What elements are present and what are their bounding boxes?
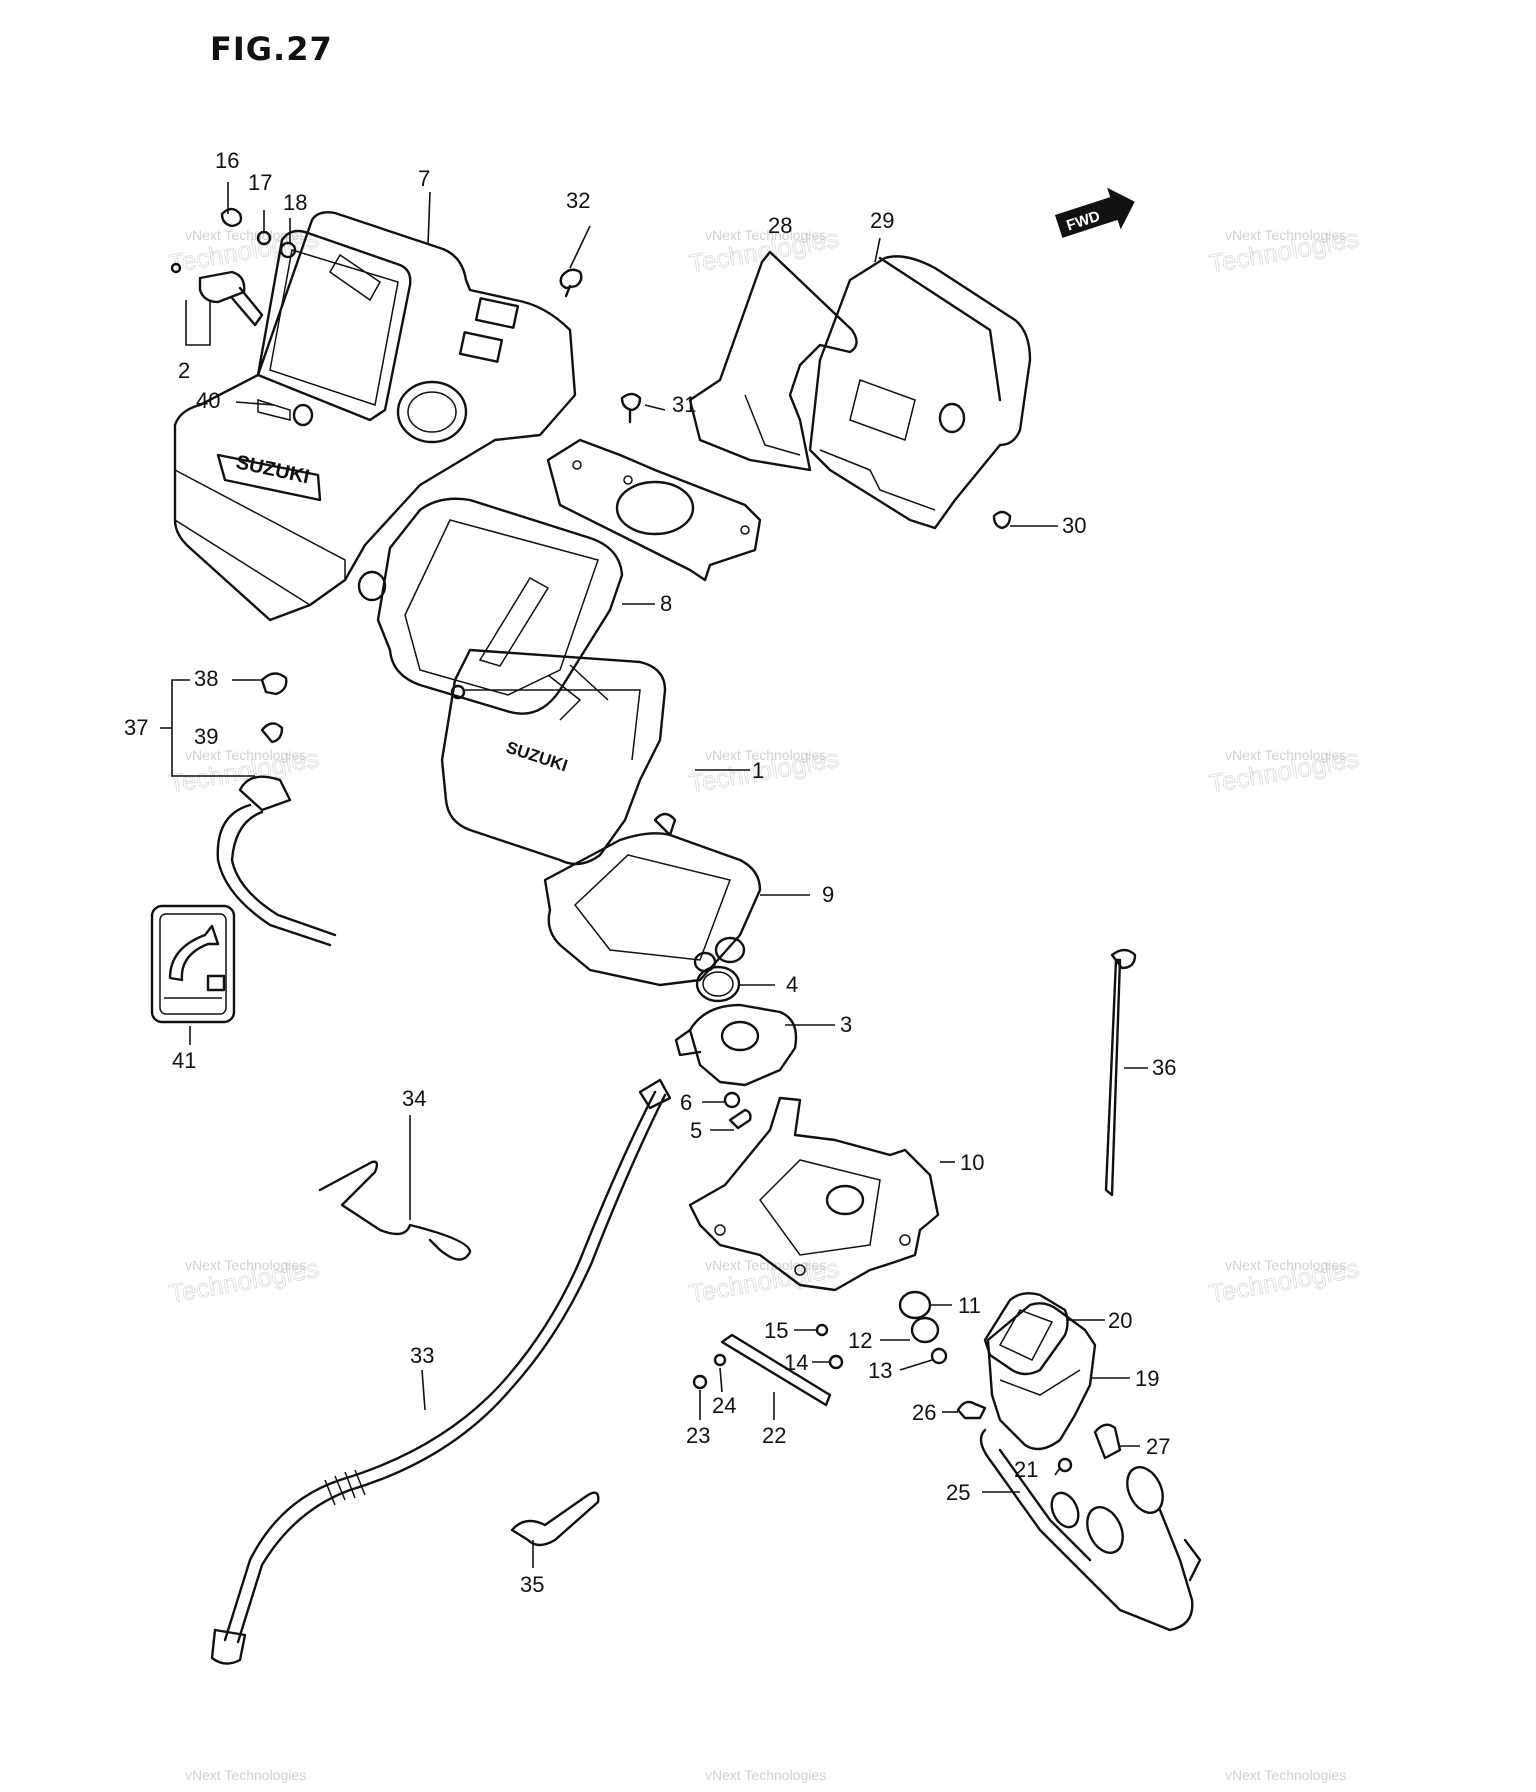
watermark-text: vNext Technologies — [185, 747, 306, 763]
callout-8: 8 — [660, 591, 672, 616]
callout-28: 28 — [768, 213, 792, 238]
lower-meter-cover-29 — [808, 255, 1032, 530]
callout-29: 29 — [870, 208, 894, 233]
callout-38: 38 — [194, 666, 218, 691]
watermark-text: vNext Technologies — [1225, 1257, 1346, 1273]
callout-40: 40 — [196, 388, 220, 413]
callout-31: 31 — [672, 392, 696, 417]
callout-20: 20 — [1108, 1308, 1132, 1333]
bulb-27 — [1093, 1423, 1122, 1460]
leader-lines — [160, 182, 1148, 1568]
screw-32 — [559, 268, 583, 298]
washer-24 — [713, 1353, 727, 1367]
callout-37: 37 — [124, 715, 148, 740]
callout-10: 10 — [960, 1150, 984, 1175]
callout-25: 25 — [946, 1480, 970, 1505]
meter-bottom-cover-9 — [543, 812, 762, 987]
speedometer-cable-33 — [210, 1078, 672, 1665]
washer-6 — [723, 1091, 741, 1109]
callout-39: 39 — [194, 724, 218, 749]
callout-21: 21 — [1014, 1457, 1038, 1482]
callout-5: 5 — [690, 1118, 702, 1143]
callout-13: 13 — [868, 1358, 892, 1383]
callout-27: 27 — [1146, 1434, 1170, 1459]
housing-grommet-20 — [983, 1292, 1069, 1376]
meter-bracket-28 — [546, 250, 858, 582]
callout-9: 9 — [822, 882, 834, 907]
screw-14 — [828, 1354, 844, 1370]
grommet-12 — [910, 1316, 940, 1344]
screw-30 — [992, 510, 1012, 530]
callout-15: 15 — [764, 1318, 788, 1343]
washer-13 — [930, 1347, 948, 1365]
screw-23 — [692, 1374, 708, 1390]
callout-4: 4 — [786, 972, 798, 997]
watermark-text: vNext Technologies — [705, 1257, 826, 1273]
callout-23: 23 — [686, 1423, 710, 1448]
callout-16: 16 — [215, 148, 239, 173]
callout-32: 32 — [566, 188, 590, 213]
watermark-text: vNext Technologies — [185, 1257, 306, 1273]
callout-19: 19 — [1135, 1366, 1159, 1391]
callout-18: 18 — [283, 190, 307, 215]
callout-34: 34 — [402, 1086, 426, 1111]
watermark-text: vNext Technologies — [185, 1767, 306, 1783]
callout-7: 7 — [418, 166, 430, 191]
watermark-text: vNext Technologies — [185, 227, 306, 243]
cable-tie-36 — [1104, 948, 1137, 1197]
callout-3: 3 — [840, 1012, 852, 1037]
screw-31 — [620, 392, 642, 424]
brand-mark-case: SUZUKI — [234, 451, 311, 488]
speedometer-gear-box-3 — [674, 1003, 798, 1087]
indicator-plate-41 — [150, 904, 236, 1024]
wire-clip-34 — [318, 1160, 472, 1261]
screw-21 — [1057, 1457, 1073, 1473]
figure-title: FIG.27 — [210, 30, 333, 68]
wiring-harness-25 — [979, 1428, 1202, 1632]
callout-11: 11 — [958, 1293, 981, 1318]
callout-41: 41 — [172, 1048, 196, 1073]
callout-labels: 16 17 18 7 32 28 29 2 40 31 30 8 38 37 3… — [124, 148, 1176, 1597]
watermark-text: vNext Technologies — [1225, 747, 1346, 763]
meter-frame-8 — [376, 497, 624, 715]
bulb-26 — [956, 1400, 987, 1420]
watermark-text: vNext Technologies — [705, 747, 826, 763]
callout-14: 14 — [784, 1350, 808, 1375]
watermark-text: vNext Technologies — [705, 1767, 826, 1783]
meter-assembly-1: SUZUKI — [440, 648, 667, 866]
watermark-text: vNext Technologies — [705, 227, 826, 243]
callout-36: 36 — [1152, 1055, 1176, 1080]
callout-22: 22 — [762, 1423, 786, 1448]
callout-35: 35 — [520, 1572, 544, 1597]
brand-mark-meter: SUZUKI — [504, 738, 570, 776]
callout-24: 24 — [712, 1393, 736, 1418]
fwd-arrow-icon: FWD — [1055, 187, 1135, 238]
callout-17: 17 — [248, 170, 272, 195]
callout-30: 30 — [1062, 513, 1086, 538]
grommet-11 — [898, 1290, 932, 1320]
washer-15 — [815, 1323, 829, 1337]
callout-2: 2 — [178, 358, 190, 383]
callout-1: 1 — [752, 758, 764, 783]
o-ring-4 — [695, 965, 741, 1003]
lamp-socket-37 — [216, 672, 337, 947]
meter-lower-bracket-10 — [688, 1096, 940, 1292]
callout-26: 26 — [912, 1400, 936, 1425]
indicator-housing-19 — [986, 1302, 1097, 1451]
screw-5 — [728, 1108, 752, 1130]
callout-12: 12 — [848, 1328, 872, 1353]
spring-clip-35 — [510, 1491, 600, 1547]
callout-6: 6 — [680, 1090, 692, 1115]
plate-22 — [720, 1333, 832, 1407]
callout-33: 33 — [410, 1343, 434, 1368]
watermark-text: vNext Technologies — [1225, 227, 1346, 243]
watermark-text: vNext Technologies — [1225, 1767, 1346, 1783]
